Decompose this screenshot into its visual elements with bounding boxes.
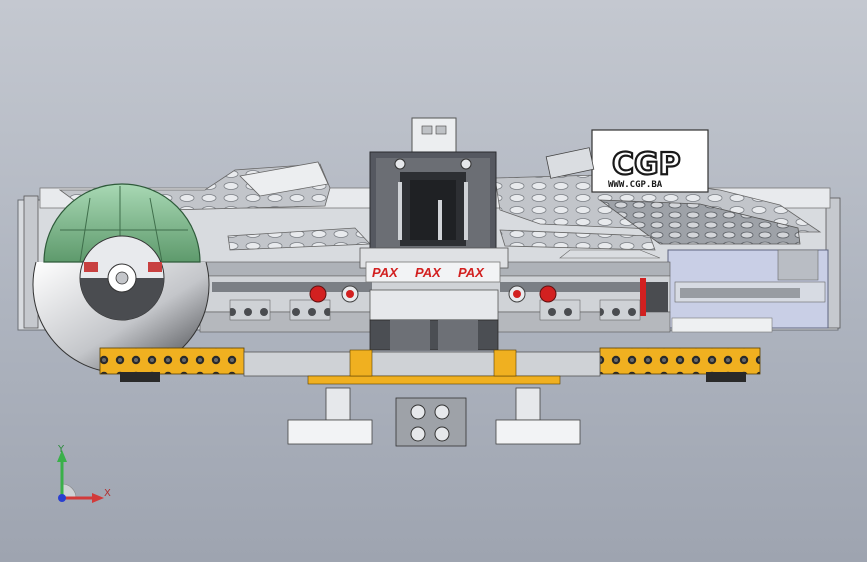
cargo-label: PAX [458, 265, 485, 280]
cargo-label: PAX [415, 265, 442, 280]
y-axis-label: Y [57, 444, 65, 455]
x-axis-arrowhead [92, 493, 104, 503]
cgp-url-text: WWW.CGP.BA [608, 180, 663, 190]
x-axis-label: X [104, 488, 111, 499]
technic-frame[interactable] [99, 347, 761, 385]
z-axis-dot [58, 494, 66, 502]
coordinate-triad[interactable]: Y X [57, 444, 111, 503]
cgp-logo-text: CGP [612, 147, 681, 182]
cgp-logo-block[interactable]: CGP WWW.CGP.BA [545, 129, 709, 193]
cargo-label: PAX [372, 265, 399, 280]
central-tower[interactable]: PAX PAX PAX [359, 117, 509, 351]
y-axis-arrowhead [57, 450, 67, 462]
cockpit-dish[interactable] [32, 183, 210, 374]
landing-legs[interactable] [287, 387, 581, 447]
